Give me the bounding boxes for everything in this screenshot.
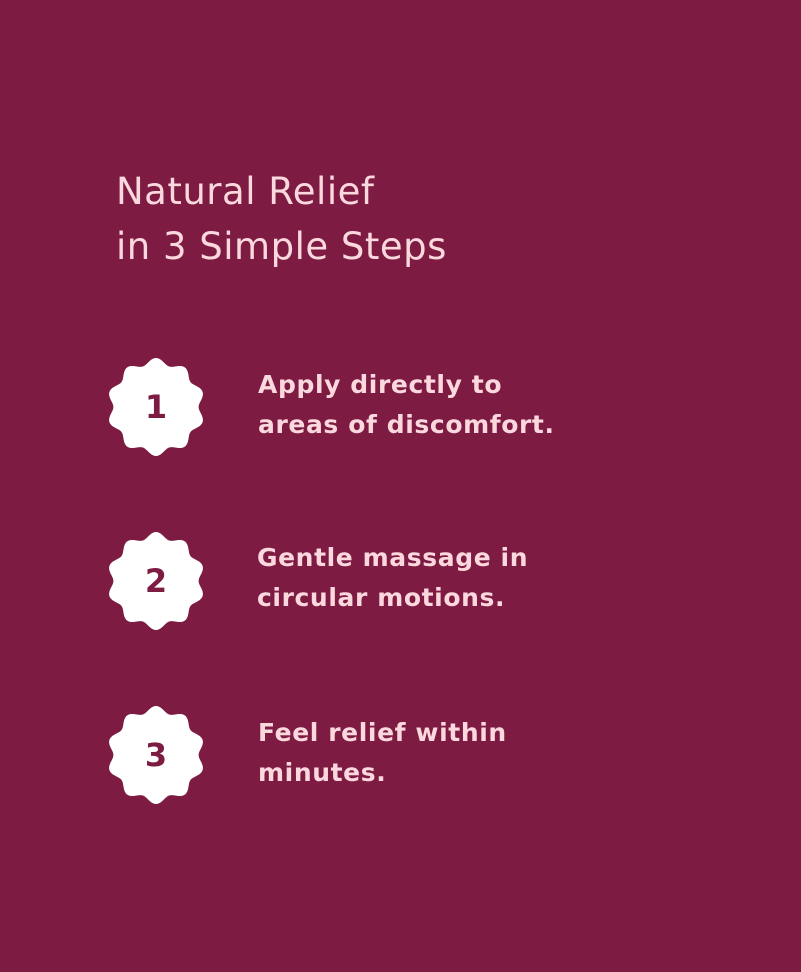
step-badge-3: 3 bbox=[104, 703, 208, 807]
scalloped-badge-icon bbox=[109, 532, 203, 630]
step-description-3: Feel relief within minutes. bbox=[258, 713, 507, 793]
step-3-line-1: Feel relief within bbox=[258, 718, 507, 747]
scalloped-badge-icon bbox=[109, 706, 203, 804]
step-1-line-2: areas of discomfort. bbox=[258, 410, 555, 439]
step-item-1: 1 Apply directly to areas of discomfort. bbox=[104, 355, 664, 461]
step-1-line-1: Apply directly to bbox=[258, 370, 503, 399]
step-badge-1: 1 bbox=[104, 355, 208, 459]
step-item-3: 3 Feel relief within minutes. bbox=[104, 703, 664, 809]
step-3-line-2: minutes. bbox=[258, 758, 387, 787]
step-badge-2: 2 bbox=[104, 529, 208, 633]
scalloped-badge-shape bbox=[109, 358, 203, 456]
title-line-1: Natural Relief bbox=[116, 170, 375, 213]
scalloped-badge-icon bbox=[109, 358, 203, 456]
title-line-2: in 3 Simple Steps bbox=[116, 225, 447, 268]
scalloped-badge-shape bbox=[109, 706, 203, 804]
step-item-2: 2 Gentle massage in circular motions. bbox=[104, 529, 664, 635]
step-description-2: Gentle massage in circular motions. bbox=[257, 538, 528, 618]
step-2-line-1: Gentle massage in bbox=[257, 543, 529, 572]
step-description-1: Apply directly to areas of discomfort. bbox=[258, 365, 555, 445]
scalloped-badge-shape bbox=[109, 532, 203, 630]
page-title: Natural Relief in 3 Simple Steps bbox=[116, 164, 447, 274]
step-2-line-2: circular motions. bbox=[257, 583, 506, 612]
step-number-2: 2 bbox=[144, 562, 168, 600]
step-number-1: 1 bbox=[144, 388, 168, 426]
step-number-3: 3 bbox=[144, 736, 168, 774]
